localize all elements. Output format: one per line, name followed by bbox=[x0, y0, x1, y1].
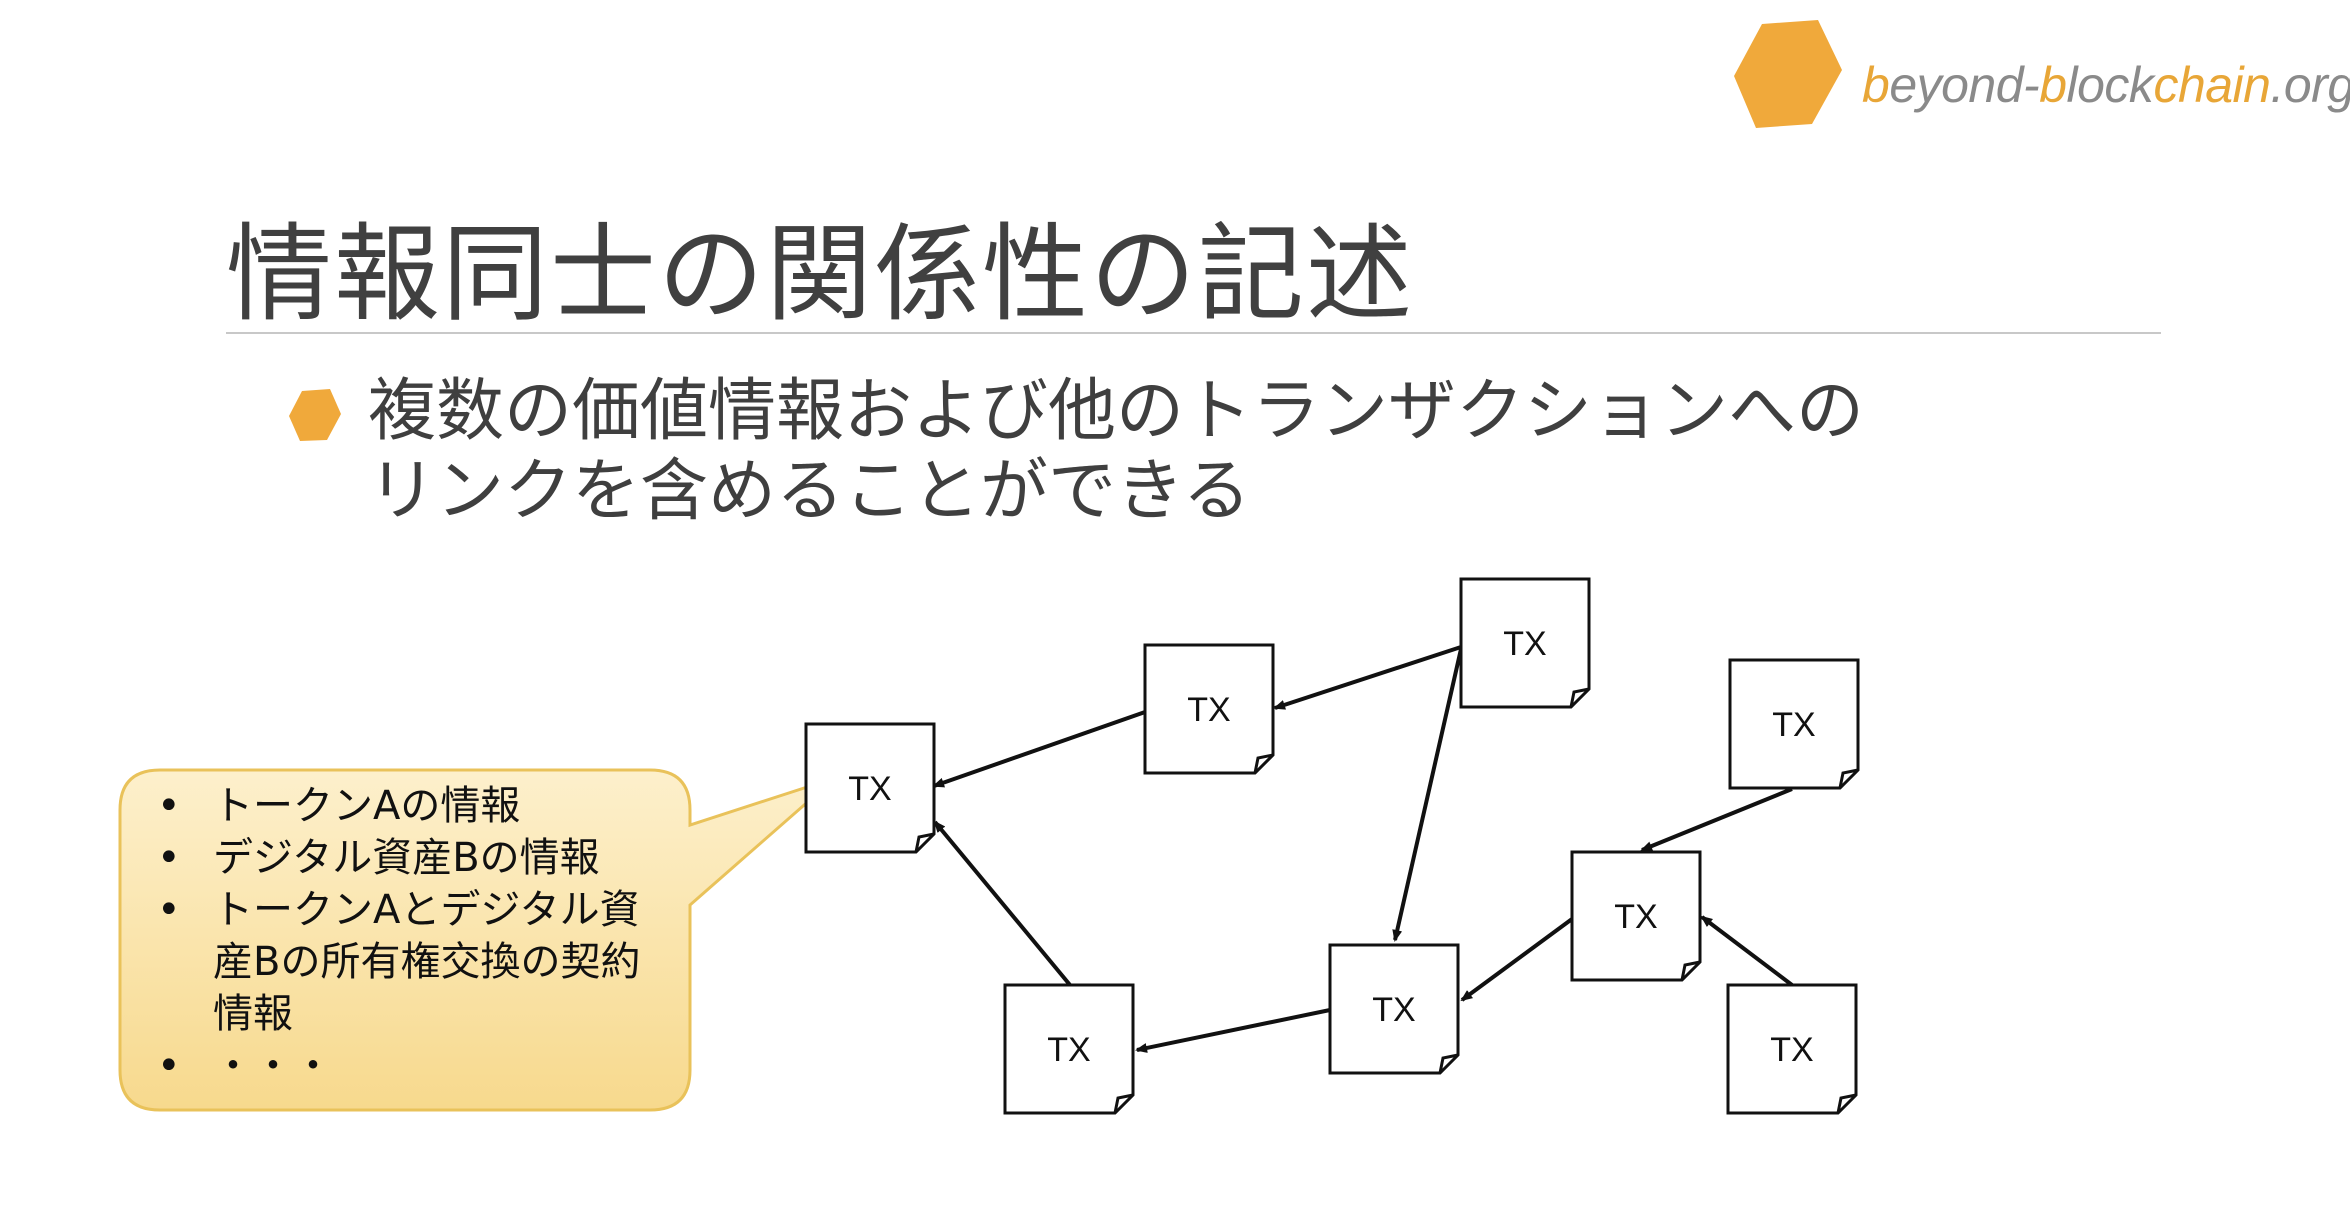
logo-hexagon-icon bbox=[1734, 20, 1842, 128]
arrow-tx4-to-tx7 bbox=[1640, 787, 1793, 852]
tx-document-shape bbox=[1728, 658, 1860, 790]
tx-document-shape bbox=[1143, 643, 1275, 775]
arrow-tx3-to-tx6 bbox=[1392, 648, 1463, 942]
tx-page-fold bbox=[914, 832, 935, 853]
callout-item: トークンAの情報 bbox=[155, 780, 675, 832]
tx-document-shape bbox=[1570, 850, 1702, 982]
tx-page-fold bbox=[1680, 960, 1701, 981]
tx-document-shape bbox=[1328, 943, 1460, 1075]
callout-item: トークンAとデジタル資産Bの所有権交換の契約情報 bbox=[155, 884, 675, 1040]
arrow-tx3-to-tx2 bbox=[1273, 645, 1462, 710]
tx-page-fold bbox=[1569, 687, 1590, 708]
tx-label: TX bbox=[1770, 1031, 1813, 1069]
bullet-text: 複数の価値情報および他のトランザクションへの リンクを含めることができる bbox=[368, 372, 2008, 532]
tx-label: TX bbox=[848, 770, 891, 808]
tx-node: TX bbox=[1726, 983, 1858, 1115]
callout-item: ・・・ bbox=[155, 1040, 675, 1092]
tx-label: TX bbox=[1614, 898, 1657, 936]
tx-document-shape bbox=[1003, 983, 1135, 1115]
page-title: 情報同士の関係性の記述 bbox=[226, 213, 1414, 336]
tx-label: TX bbox=[1372, 991, 1415, 1029]
tx-label: TX bbox=[1187, 691, 1230, 729]
tx-node: TX bbox=[1003, 983, 1135, 1115]
bullet-line-1: 複数の価値情報および他のトランザクションへの bbox=[368, 372, 1865, 451]
tx-document-shape bbox=[1726, 983, 1858, 1115]
hexagon-bullet-icon bbox=[289, 389, 341, 441]
tx-label: TX bbox=[1503, 625, 1546, 663]
bullet-line-2: リンクを含めることができる bbox=[368, 452, 1251, 531]
tx-page-fold bbox=[1253, 753, 1274, 774]
callout-item: デジタル資産Bの情報 bbox=[155, 832, 675, 884]
tx-page-fold bbox=[1838, 768, 1859, 789]
tx-label: TX bbox=[1047, 1031, 1090, 1069]
tx-node: TX bbox=[1570, 850, 1702, 982]
tx-document-shape bbox=[1459, 577, 1591, 709]
tx-page-fold bbox=[1836, 1093, 1857, 1114]
tx-node: TX bbox=[804, 722, 936, 854]
title-divider bbox=[226, 332, 2161, 334]
tx-page-fold bbox=[1438, 1053, 1459, 1074]
tx-label: TX bbox=[1772, 706, 1815, 744]
tx-page-fold bbox=[1113, 1093, 1134, 1114]
arrow-tx7-to-tx6 bbox=[1460, 917, 1574, 1002]
arrow-tx5-to-tx1 bbox=[933, 820, 1072, 987]
tx-document-shape bbox=[804, 722, 936, 854]
tx-node: TX bbox=[1728, 658, 1860, 790]
arrow-tx8-to-tx7 bbox=[1700, 915, 1794, 987]
callout-list: トークンAの情報 デジタル資産Bの情報 トークンAとデジタル資産Bの所有権交換の… bbox=[155, 780, 675, 1092]
tx-node: TX bbox=[1459, 577, 1591, 709]
arrow-tx6-to-tx5 bbox=[1135, 1008, 1331, 1053]
arrow-tx2-to-tx1 bbox=[932, 710, 1146, 788]
tx-node: TX bbox=[1143, 643, 1275, 775]
logo-text: beyond-blockchain.org bbox=[1862, 57, 2350, 113]
tx-node: TX bbox=[1328, 943, 1460, 1075]
